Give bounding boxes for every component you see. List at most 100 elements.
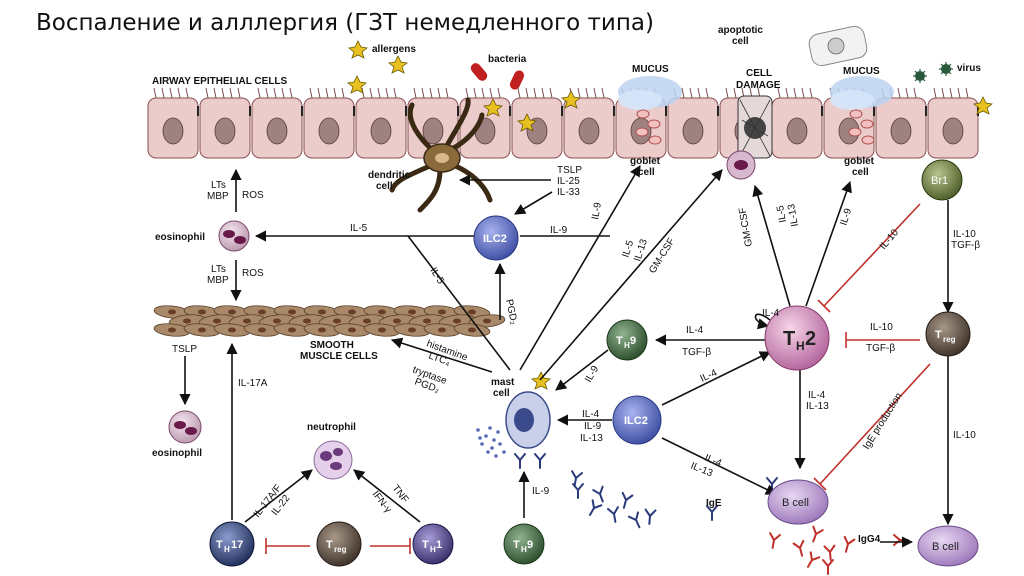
- virus-label: virus: [957, 63, 981, 74]
- antibody: [571, 470, 583, 487]
- epithelial-cell: [667, 87, 719, 159]
- svg-text:T: T: [422, 539, 429, 551]
- svg-text:LTs: LTs: [211, 180, 226, 191]
- epithelial-cell: [303, 87, 355, 159]
- goblet-label-right-1: goblet: [844, 156, 875, 167]
- activated-cell: [726, 150, 756, 180]
- granule: [502, 450, 506, 454]
- svg-text:ROS: ROS: [242, 190, 264, 201]
- granule: [496, 430, 500, 434]
- svg-text:T: T: [216, 539, 223, 551]
- svg-text:T: T: [326, 539, 333, 551]
- th9-cell-lower: T H 9: [503, 523, 545, 565]
- granule: [486, 450, 490, 454]
- svg-text:IL-17A: IL-17A: [238, 378, 268, 389]
- svg-text:IL-10: IL-10: [953, 430, 976, 441]
- dendritic-cell: [389, 97, 493, 213]
- svg-text:IL-9: IL-9: [838, 207, 854, 227]
- svg-text:IL-10: IL-10: [870, 322, 893, 333]
- mucus-label-right: MUCUS: [843, 66, 880, 77]
- goblet-label-right-2: cell: [852, 167, 869, 178]
- igg4-label: IgG4: [858, 534, 881, 545]
- svg-text:B cell: B cell: [932, 541, 959, 553]
- cell-damage-label-1: CELL: [746, 68, 772, 79]
- svg-text:IL-13: IL-13: [632, 237, 650, 262]
- antibody: [812, 525, 824, 543]
- bacteria-label: bacteria: [488, 54, 527, 65]
- svg-text:IL-13: IL-13: [580, 433, 603, 444]
- mediator-labels: TSLP IL-25 IL-33 LTs MBP ROS LTs MBP ROS…: [172, 165, 980, 520]
- antibody: [644, 508, 657, 525]
- epithelial-cell: [147, 87, 199, 159]
- eosinophil-label-upper: eosinophil: [155, 232, 205, 243]
- svg-text:MBP: MBP: [207, 191, 229, 202]
- epithelial-cell: [927, 87, 979, 159]
- th1-cell: T H 1: [412, 523, 454, 565]
- svg-text:PGD₂: PGD₂: [503, 298, 519, 325]
- ige-label: IgE: [706, 498, 722, 509]
- svg-text:GM-CSF: GM-CSF: [737, 207, 755, 248]
- igg4-antibodies: [769, 525, 909, 575]
- epithelial-cell: [771, 87, 823, 159]
- granule: [484, 434, 488, 438]
- muscle-cell: [153, 323, 191, 337]
- svg-text:H: H: [796, 339, 805, 353]
- eosinophil-lower: [168, 410, 202, 444]
- antibody: [893, 534, 909, 546]
- apoptotic-label-2: cell: [732, 36, 749, 47]
- dendritic-label-2: cell: [376, 181, 393, 192]
- svg-text:TGF-β: TGF-β: [866, 343, 895, 354]
- smooth-muscle-band: [153, 305, 506, 337]
- svg-text:LTs: LTs: [211, 264, 226, 275]
- b-cell-middle: B cell: [767, 479, 829, 525]
- antibody: [706, 505, 718, 521]
- svg-text:IL-4: IL-4: [582, 409, 600, 420]
- goblet-cell-right-vesicles: [848, 109, 875, 145]
- antibody: [621, 491, 634, 509]
- epithelial-cell: [355, 87, 407, 159]
- svg-text:ILC2: ILC2: [624, 415, 648, 427]
- svg-text:IL-9: IL-9: [584, 421, 602, 432]
- svg-text:IL-5: IL-5: [350, 223, 368, 234]
- svg-text:reg: reg: [943, 335, 956, 344]
- svg-text:IL-25: IL-25: [557, 176, 580, 187]
- antibody: [807, 551, 821, 568]
- svg-text:T: T: [616, 335, 623, 347]
- ilc2-cell-lower: ILC2: [612, 395, 662, 445]
- antibody: [607, 506, 619, 523]
- svg-text:IL-13: IL-13: [806, 401, 829, 412]
- svg-text:1: 1: [436, 539, 442, 551]
- antibody: [769, 532, 781, 549]
- svg-text:B cell: B cell: [782, 497, 809, 509]
- granule: [480, 442, 484, 446]
- mast-cell: [476, 371, 551, 458]
- eosinophil-upper: [218, 220, 250, 252]
- svg-text:IL-9: IL-9: [550, 225, 568, 236]
- mast-cell-label-1: mast: [491, 377, 515, 388]
- th2-cell: T H 2: [764, 305, 830, 371]
- svg-text:IgE production: IgE production: [861, 391, 905, 452]
- granule: [492, 438, 496, 442]
- br1-cell: Br1: [921, 159, 963, 201]
- muscle-cell: [468, 314, 506, 328]
- svg-text:9: 9: [630, 335, 636, 347]
- airway-epithelial-label: AIRWAY EPITHELIAL CELLS: [152, 76, 288, 87]
- svg-text:2: 2: [805, 328, 816, 350]
- activation-arrows: [179, 165, 954, 548]
- svg-text:H: H: [430, 545, 436, 554]
- svg-text:9: 9: [527, 539, 533, 551]
- neutrophil-label: neutrophil: [307, 422, 356, 433]
- th9-cell-upper: T H 9: [606, 319, 648, 361]
- b-cell-right: B cell: [917, 525, 979, 567]
- svg-text:ILC2: ILC2: [483, 233, 507, 245]
- muscle-cell: [363, 323, 401, 337]
- svg-text:GM-CSF: GM-CSF: [647, 236, 677, 275]
- svg-text:TGF-β: TGF-β: [951, 240, 980, 251]
- epithelial-cell: [407, 87, 459, 159]
- svg-text:H: H: [224, 545, 230, 554]
- ilc2-cell-upper: ILC2: [473, 215, 519, 261]
- svg-text:IL-33: IL-33: [557, 187, 580, 198]
- svg-text:IL-9: IL-9: [532, 486, 550, 497]
- svg-text:IL-5: IL-5: [620, 239, 636, 259]
